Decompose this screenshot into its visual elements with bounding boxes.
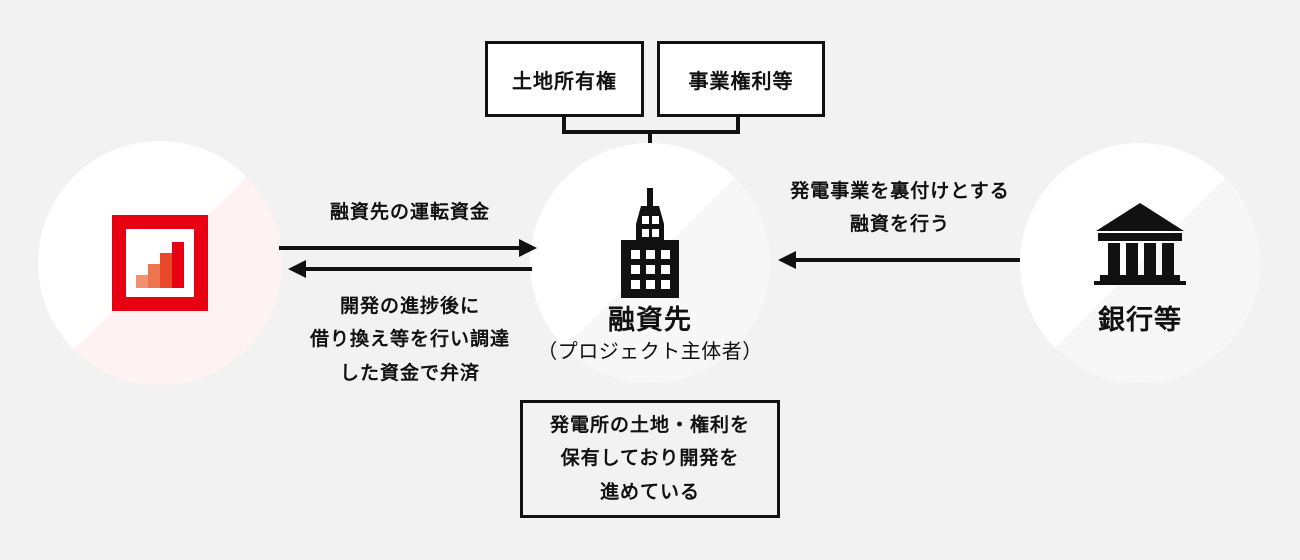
connector-drop-to-center — [648, 130, 652, 144]
node-center-subtitle: （プロジェクト主体者） — [537, 341, 763, 364]
bar-chart-icon — [112, 215, 208, 311]
bottom-box-line-1: 発電所の土地・権利を — [549, 415, 750, 437]
node-center-label: 融資先 （プロジェクト主体者） — [490, 305, 810, 368]
node-left-borrower-investor — [38, 141, 282, 385]
arrow-head-repayment — [288, 260, 306, 278]
node-left-inner — [38, 141, 282, 385]
edge-label-loan: 発電事業を裏付けとする 融資を行う — [790, 181, 1010, 236]
arrow-line-loan — [796, 258, 1020, 262]
node-right-inner — [1020, 143, 1260, 383]
bar-chart-bar-3 — [160, 253, 172, 288]
bottom-box-line-3: 進めている — [599, 481, 700, 503]
node-right-label: 銀行等 — [980, 305, 1300, 336]
arrow-head-working-capital — [519, 239, 537, 257]
bar-chart-bar-4 — [172, 242, 184, 288]
connector-stub-right — [736, 117, 740, 134]
node-center-inner — [530, 143, 770, 383]
node-right-title: 銀行等 — [1098, 305, 1182, 335]
top-box-business-rights: 事業権利等 — [657, 41, 825, 117]
arrow-line-repayment — [306, 267, 532, 271]
edge-label-repayment: 開発の進捗後に 借り換え等を行い調達 した資金で弁済 — [309, 296, 510, 384]
bar-chart-plate — [126, 229, 194, 297]
top-box-land-ownership-label: 土地所有権 — [512, 70, 617, 93]
node-center-title: 融資先 — [608, 305, 692, 335]
building-icon — [621, 188, 679, 298]
bar-chart-bar-2 — [148, 264, 160, 288]
arrow-head-loan — [778, 251, 796, 269]
bank-icon — [1094, 203, 1186, 285]
edge-label-working-capital: 融資先の運転資金 — [329, 202, 490, 223]
arrow-line-working-capital — [279, 246, 521, 250]
top-box-land-ownership: 土地所有権 — [485, 41, 644, 117]
connector-stub-left — [562, 117, 566, 134]
bar-chart-bar-1 — [136, 275, 148, 288]
bottom-box-line-2: 保有しており開発を — [560, 448, 740, 470]
top-box-business-rights-label: 事業権利等 — [688, 70, 794, 93]
bottom-box-project-status: 発電所の土地・権利を 保有しており開発を 進めている — [520, 400, 780, 518]
